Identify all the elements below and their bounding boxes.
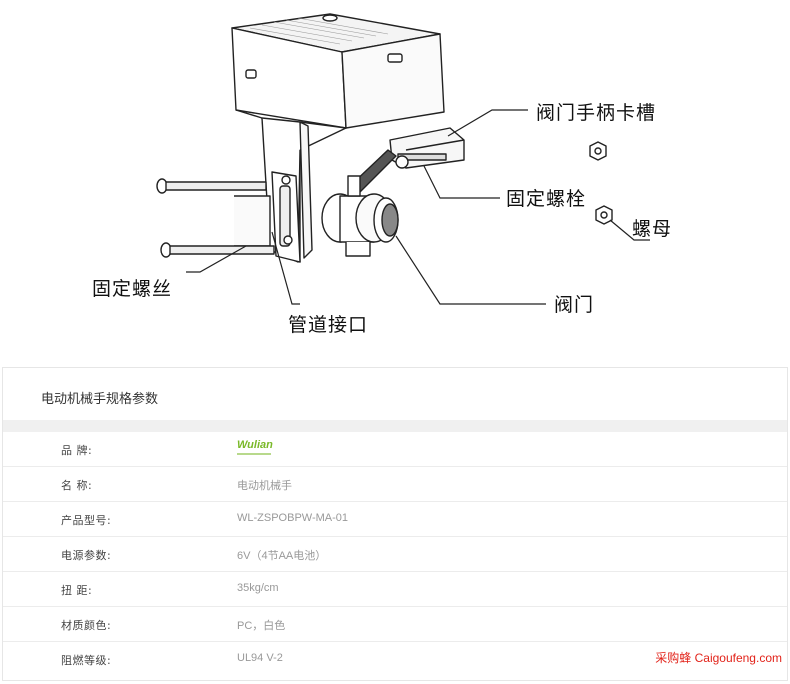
watermark: 采购蜂 Caigoufeng.com [655, 651, 782, 665]
spec-table: 品 牌: Wulian 名 称: 电动机械手 产品型号: WL-ZSPOBPW-… [3, 432, 787, 676]
spec-row: 名 称: 电动机械手 [3, 467, 787, 502]
spec-value: 电动机械手 [237, 480, 292, 492]
spec-value: WL-ZSPOBPW-MA-01 [237, 512, 349, 524]
spec-label: 扭 距: [61, 584, 93, 597]
callout-fixing-screw: 固定螺丝 [92, 278, 173, 300]
brand-logo-underline [237, 453, 271, 455]
leader-handle-slot [447, 109, 528, 137]
nut-1 [589, 141, 607, 161]
callout-fixing-bolt: 固定螺栓 [506, 188, 587, 210]
spec-value: 6V（4节AA电池） [237, 550, 327, 562]
spec-value: UL94 V-2 [237, 652, 283, 664]
leader-fixing-bolt [423, 165, 500, 199]
brand-logo-text: Wulian [237, 439, 273, 451]
spec-label: 阻燃等级: [61, 654, 112, 667]
bracket-plate [299, 121, 313, 259]
spec-label: 品 牌: [61, 444, 93, 457]
leader-valve [395, 235, 546, 305]
fixing-screw-top [156, 178, 267, 194]
spec-row-brand: 品 牌: Wulian [3, 432, 787, 467]
callout-pipe-interface: 管道接口 [288, 314, 369, 336]
spec-label: 名 称: [61, 479, 93, 492]
leader-fixing-screw [186, 245, 247, 273]
callout-handle-slot: 阀门手柄卡槽 [536, 102, 657, 124]
housing-right-face [341, 33, 445, 129]
spec-row: 材质颜色: PC，白色 [3, 607, 787, 642]
spec-row: 电源参数: 6V（4节AA电池） [3, 537, 787, 572]
spec-label: 电源参数: [61, 549, 112, 562]
valve-manipulator-illustration [156, 13, 650, 305]
leader-nut [609, 219, 650, 241]
spec-value: PC，白色 [237, 620, 286, 632]
spec-row: 产品型号: WL-ZSPOBPW-MA-01 [3, 502, 787, 537]
nut-2 [595, 205, 613, 225]
spec-divider-band [3, 420, 787, 432]
spec-title: 电动机械手规格参数 [41, 392, 159, 407]
leader-pipe [271, 231, 300, 305]
fixing-screw-bottom [160, 242, 275, 258]
spec-panel: 电动机械手规格参数 品 牌: Wulian 名 称: 电动机械手 产品型号: W… [2, 367, 788, 681]
callout-valve: 阀门 [554, 294, 595, 316]
spec-row: 扭 距: 35kg/cm [3, 572, 787, 607]
spec-label: 产品型号: [61, 514, 112, 527]
spec-row: 阻燃等级: UL94 V-2 [3, 642, 787, 676]
spec-label: 材质颜色: [61, 619, 112, 632]
brand-logo: Wulian [237, 440, 273, 455]
callout-nut: 螺母 [632, 218, 673, 240]
product-diagram: 阀门手柄卡槽 固定螺栓 螺母 固定螺丝 阀门 管道接口 [92, 13, 673, 336]
spec-value: 35kg/cm [237, 582, 279, 594]
